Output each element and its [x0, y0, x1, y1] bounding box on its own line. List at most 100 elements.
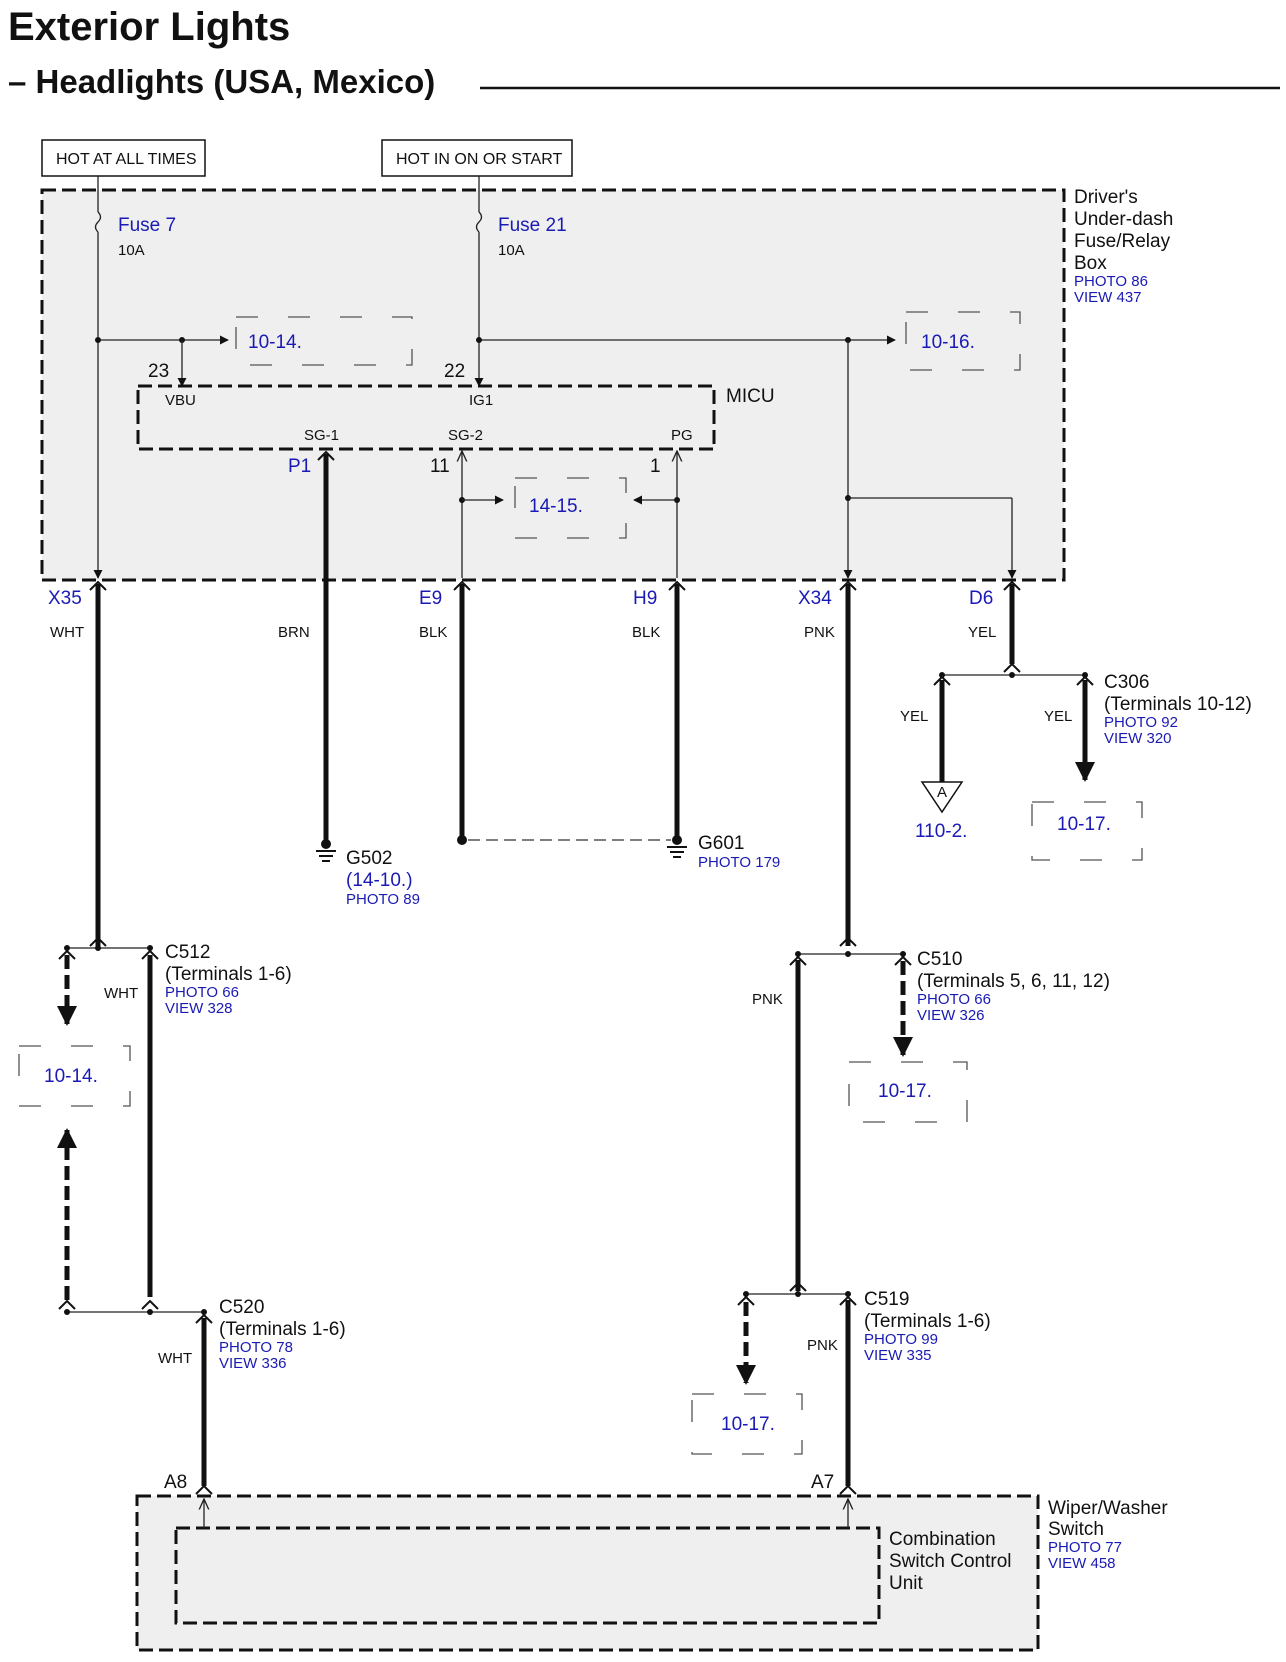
c512-photo: PHOTO 66	[165, 984, 239, 1001]
ref-110-2[interactable]: 110-2.	[915, 821, 967, 842]
hot-in-on-or-start-label: HOT IN ON OR START	[396, 151, 562, 168]
micu-term-23: 23	[148, 361, 169, 382]
c520-view: VIEW 336	[219, 1355, 287, 1372]
c520-right-chevron	[195, 1313, 213, 1324]
ground-g502-name: G502	[346, 848, 392, 869]
ground-g601-dot	[672, 835, 682, 845]
wire-color-pnk-1: PNK	[804, 624, 835, 641]
c512-right-chevron	[141, 949, 159, 960]
c520-name: C520	[219, 1297, 264, 1318]
c520-photo: PHOTO 78	[219, 1339, 293, 1356]
connector-h9-chevron	[668, 580, 686, 591]
ref-10-14-top[interactable]: 10-14.	[248, 332, 302, 353]
connector-d6-chevron	[1003, 580, 1021, 591]
fuse-box-view: VIEW 437	[1074, 289, 1142, 306]
c510-name: C510	[917, 949, 962, 970]
junction	[64, 945, 70, 951]
connector-x34: X34	[798, 588, 832, 609]
c512-view: VIEW 328	[165, 1000, 233, 1017]
ref-10-16[interactable]: 10-16.	[921, 332, 975, 353]
control-unit-line-3: Unit	[889, 1573, 924, 1594]
c519-photo: PHOTO 99	[864, 1331, 938, 1348]
ground-g601-symbol	[667, 846, 687, 858]
connector-a7-chevron	[839, 1484, 857, 1495]
junction	[147, 1309, 153, 1315]
switch-view: VIEW 458	[1048, 1555, 1116, 1572]
wire-color-pnk-2: PNK	[752, 991, 783, 1008]
micu-term-11: 11	[430, 456, 450, 477]
connector-e9: E9	[419, 588, 442, 609]
hot-at-all-times-label: HOT AT ALL TIMES	[56, 151, 197, 168]
ref-10-17-c510[interactable]: 10-17.	[878, 1081, 932, 1102]
micu-name: MICU	[726, 386, 775, 407]
c306-name: C306	[1104, 672, 1149, 693]
c510-terminals: (Terminals 5, 6, 11, 12)	[917, 971, 1110, 992]
c510-view: VIEW 326	[917, 1007, 985, 1024]
ground-g601-name: G601	[698, 833, 744, 854]
ground-g502-dot	[321, 839, 331, 849]
c519-terminals: (Terminals 1-6)	[864, 1311, 991, 1332]
micu-pin-ig1: IG1	[469, 392, 493, 409]
ground-g601-photo: PHOTO 179	[698, 854, 780, 871]
connector-x35: X35	[48, 588, 82, 609]
page-title: Exterior Lights	[8, 5, 290, 49]
ref-box-10-17-c306	[1031, 801, 1143, 861]
micu-term-p1: P1	[288, 456, 311, 477]
c306-chevron	[1003, 662, 1021, 673]
junction	[64, 1309, 70, 1315]
junction	[845, 951, 851, 957]
control-unit-line-1: Combination	[889, 1529, 996, 1550]
junction	[743, 1291, 749, 1297]
junction	[795, 951, 801, 957]
wire-color-wht-1: WHT	[50, 624, 84, 641]
ref-10-14-left[interactable]: 10-14.	[44, 1066, 98, 1087]
wire-color-blk-2: BLK	[632, 624, 660, 641]
wire-color-yel-2: YEL	[900, 708, 928, 725]
wire-color-yel-1: YEL	[968, 624, 996, 641]
fuse7-name: Fuse 7	[118, 215, 176, 236]
junction	[201, 1309, 207, 1315]
c512-left-chevron	[58, 949, 76, 960]
c306-view: VIEW 320	[1104, 730, 1172, 747]
wire-color-yel-3: YEL	[1044, 708, 1072, 725]
ref-box-14-15	[514, 477, 627, 539]
junction	[1009, 672, 1015, 678]
junction	[939, 672, 945, 678]
c519-right-chevron	[839, 1295, 857, 1306]
ref-box-10-14-top	[235, 316, 413, 366]
page-subtitle: – Headlights (USA, Mexico)	[8, 63, 435, 100]
c510-photo: PHOTO 66	[917, 991, 991, 1008]
connector-a8-chevron	[195, 1484, 213, 1495]
c510-top-chevron	[839, 936, 857, 947]
c512-terminals: (Terminals 1-6)	[165, 964, 292, 985]
wire-color-brn: BRN	[278, 624, 310, 641]
connector-a7: A7	[811, 1472, 834, 1493]
connector-h9: H9	[633, 588, 657, 609]
micu-pin-sg2: SG-2	[448, 427, 483, 444]
ref-10-17-c306[interactable]: 10-17.	[1057, 814, 1111, 835]
fuse-box-name-line-3: Fuse/Relay	[1074, 231, 1171, 252]
c512-name: C512	[165, 942, 210, 963]
ground-e9-dot	[457, 835, 467, 845]
ref-14-15[interactable]: 14-15.	[529, 496, 583, 517]
c306-right-chevron	[1076, 675, 1094, 686]
c306-photo: PHOTO 92	[1104, 714, 1178, 731]
c519-mid-chevron	[789, 1281, 807, 1292]
junction	[845, 1291, 851, 1297]
ref-10-17-c519[interactable]: 10-17.	[721, 1414, 775, 1435]
fuse21-rating: 10A	[498, 242, 525, 259]
fuse-box-name-line-1: Driver's	[1074, 187, 1138, 208]
junction	[900, 951, 906, 957]
ground-g502-ref[interactable]: (14-10.)	[346, 870, 413, 891]
junction	[95, 945, 101, 951]
connector-x34-chevron	[839, 580, 857, 591]
micu-pin-pg: PG	[671, 427, 693, 444]
c520-mid-chevron	[141, 1299, 159, 1310]
micu-term-22: 22	[444, 361, 465, 382]
ref-box-10-17-c519	[691, 1393, 803, 1455]
c519-name: C519	[864, 1289, 909, 1310]
micu-box	[136, 384, 716, 451]
c520-left-chevron	[58, 1299, 76, 1310]
combination-switch-control-unit-box	[174, 1526, 881, 1625]
wire-color-blk-1: BLK	[419, 624, 447, 641]
